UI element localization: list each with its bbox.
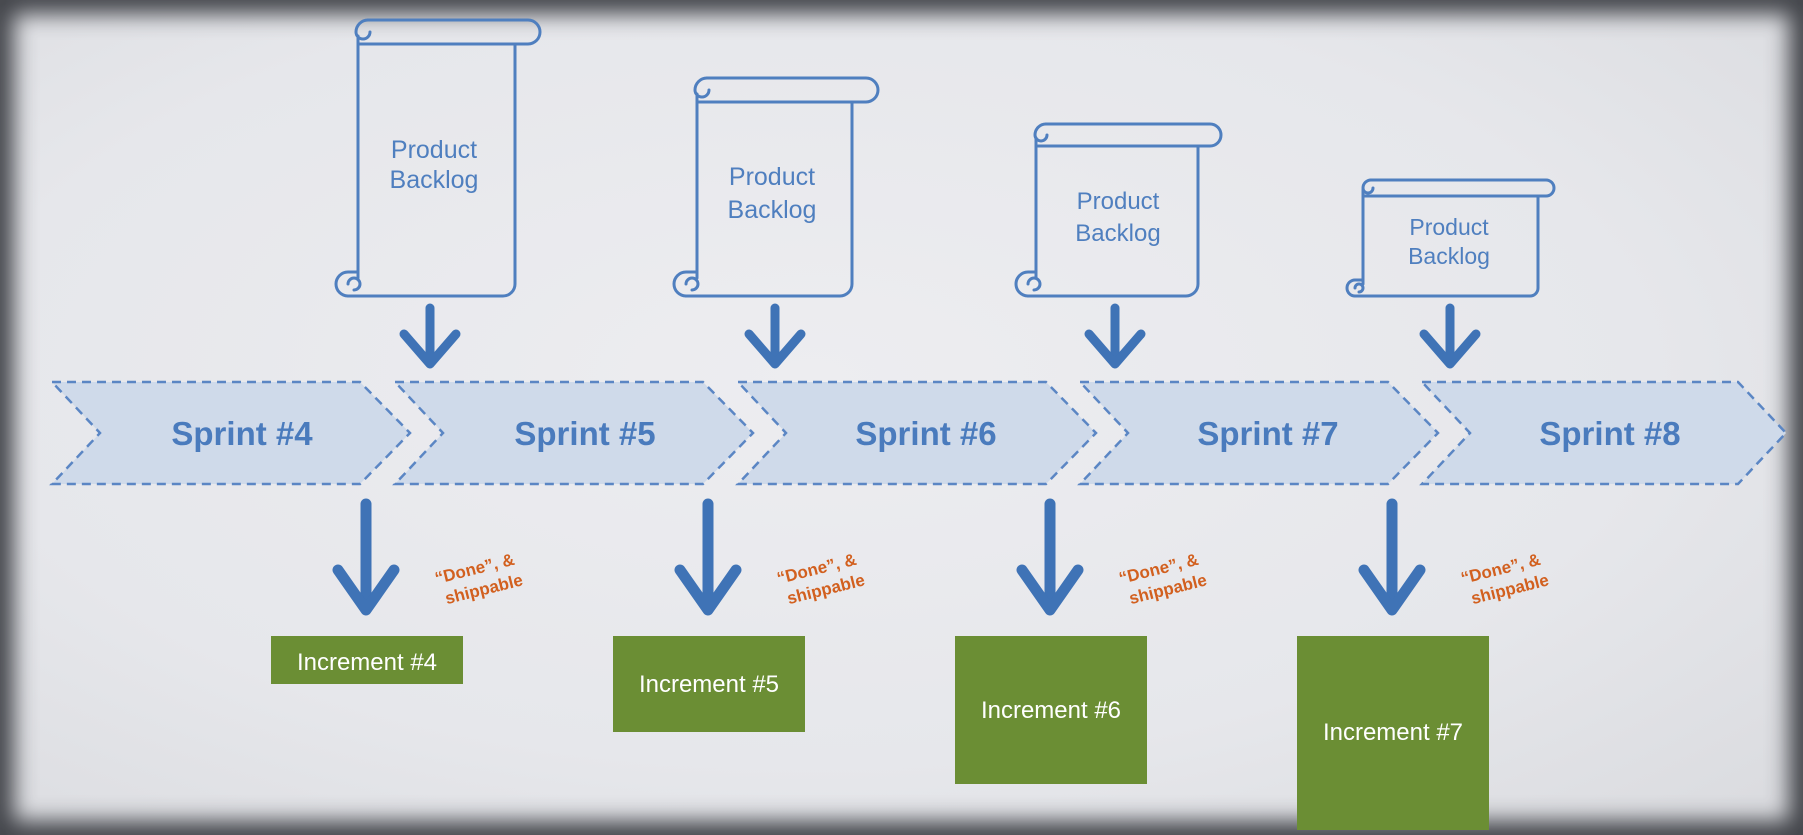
sprint-band — [49, 380, 1788, 486]
down-arrow-icon — [744, 303, 806, 369]
backlog-label: Backlog — [390, 166, 479, 194]
down-arrow-icon — [1358, 498, 1426, 616]
done-note: “Done”, & shippable — [775, 550, 867, 608]
sprint-chevron-6 — [735, 380, 1098, 486]
increment-label: Increment #6 — [981, 697, 1121, 724]
backlog-label: Product — [1409, 214, 1489, 240]
sprint-label: Sprint #4 — [171, 415, 313, 452]
done-note: “Done”, & shippable — [433, 550, 525, 608]
increment-box — [271, 636, 463, 684]
backlog-label: Backlog — [728, 196, 817, 224]
backlog-label: Product — [1077, 188, 1160, 215]
backlog-label: Backlog — [1075, 220, 1160, 247]
down-arrow-icon — [674, 498, 742, 616]
backlog-scroll-icon — [1014, 122, 1223, 298]
done-note: “Done”, & shippable — [1459, 550, 1551, 608]
backlog-label: Product — [391, 136, 477, 164]
down-arrow-icon — [1084, 303, 1146, 369]
down-arrow-icon — [1419, 303, 1481, 369]
sprint-label: Sprint #8 — [1539, 415, 1680, 452]
sprint-chevron-5 — [392, 380, 755, 486]
down-arrow-icon — [332, 498, 400, 616]
sprint-chevron-4 — [49, 380, 412, 486]
sprint-label: Sprint #5 — [514, 415, 655, 452]
sprint-label: Sprint #6 — [855, 415, 996, 452]
down-arrow-icon — [1016, 498, 1084, 616]
increment-box — [613, 636, 805, 732]
increment-label: Increment #4 — [297, 649, 437, 676]
sprint-chevron-8 — [1419, 380, 1788, 486]
done-note: “Done”, & shippable — [1117, 550, 1209, 608]
increment-box — [955, 636, 1147, 784]
sprint-chevron-7 — [1077, 380, 1440, 486]
backlog-label: Product — [729, 163, 815, 191]
increment-box — [1297, 636, 1489, 830]
down-arrow-icon — [399, 303, 461, 369]
sprint-label: Sprint #7 — [1197, 415, 1338, 452]
backlog-label: Backlog — [1408, 243, 1490, 269]
increment-label: Increment #7 — [1323, 719, 1463, 746]
backlog-scroll-icon — [334, 18, 542, 298]
backlog-scroll-icon — [672, 76, 880, 298]
backlog-scroll-icon — [1345, 178, 1556, 298]
increment-label: Increment #5 — [639, 671, 779, 698]
